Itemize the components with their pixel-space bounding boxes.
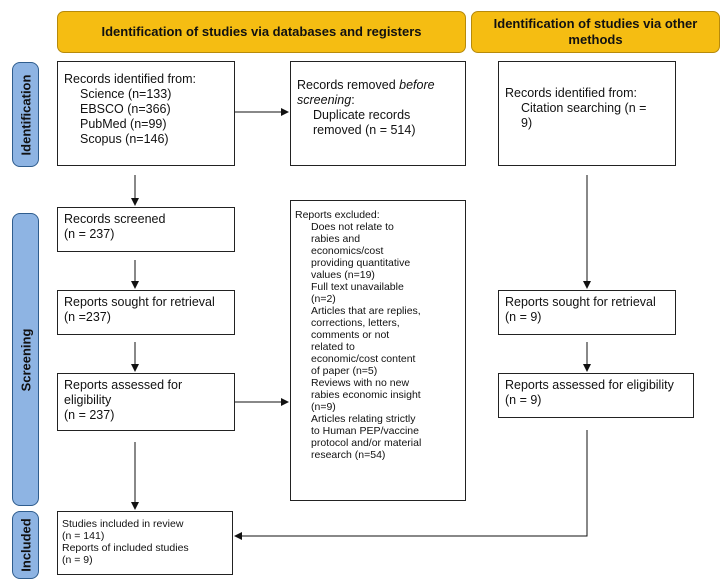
other-sought-box: Reports sought for retrieval (n = 9) bbox=[498, 290, 676, 335]
citation-count: 9) bbox=[521, 116, 533, 130]
duplicate-records: Duplicate records bbox=[313, 108, 411, 122]
duplicate-count: removed (n = 514) bbox=[313, 123, 416, 137]
excluded-reason: Reviews with no new bbox=[311, 377, 410, 389]
records-removed-box: Records removed before screening: Duplic… bbox=[290, 61, 466, 166]
box-title: Records identified from: bbox=[505, 86, 638, 100]
other-assessed-box: Reports assessed for eligibility (n = 9) bbox=[498, 373, 694, 418]
source-scopus: Scopus (n=146) bbox=[80, 132, 169, 146]
box-title: Records identified from: bbox=[64, 72, 197, 86]
phase-screening: Screening bbox=[12, 213, 39, 506]
excluded-reason: Articles that are replies, bbox=[311, 305, 421, 317]
reports-excluded-box: Reports excluded: Does not relate to rab… bbox=[290, 200, 466, 501]
removed-line-2: screening: bbox=[297, 93, 355, 107]
excluded-reason: Does not relate to bbox=[311, 221, 394, 233]
header-other-methods: Identification of studies via other meth… bbox=[471, 11, 720, 53]
other-identified-box: Records identified from: Citation search… bbox=[498, 61, 676, 166]
reports-sought-box: Reports sought for retrieval (n =237) bbox=[57, 290, 235, 335]
excluded-reason: Full text unavailable bbox=[311, 281, 404, 293]
records-screened-box: Records screened (n = 237) bbox=[57, 207, 235, 252]
source-ebsco: EBSCO (n=366) bbox=[80, 102, 171, 116]
excluded-reason: Articles relating strictly bbox=[311, 413, 416, 425]
citation-searching: Citation searching (n = bbox=[521, 101, 647, 115]
source-pubmed: PubMed (n=99) bbox=[80, 117, 167, 131]
header-databases: Identification of studies via databases … bbox=[57, 11, 466, 53]
header-other-label: Identification of studies via other meth… bbox=[493, 16, 698, 47]
records-identified-box: Records identified from: Science (n=133)… bbox=[57, 61, 235, 166]
removed-line-1: Records removed before bbox=[297, 78, 435, 92]
phase-included: Included bbox=[12, 511, 39, 579]
phase-identification: Identification bbox=[12, 62, 39, 167]
reports-assessed-box: Reports assessed for eligibility (n = 23… bbox=[57, 373, 235, 431]
source-science: Science (n=133) bbox=[80, 87, 172, 101]
excluded-title: Reports excluded: bbox=[295, 209, 380, 221]
header-databases-label: Identification of studies via databases … bbox=[101, 24, 422, 39]
arrow-other-assessed-to-included bbox=[234, 430, 588, 540]
included-box: Studies included in review (n = 141) Rep… bbox=[57, 511, 233, 575]
